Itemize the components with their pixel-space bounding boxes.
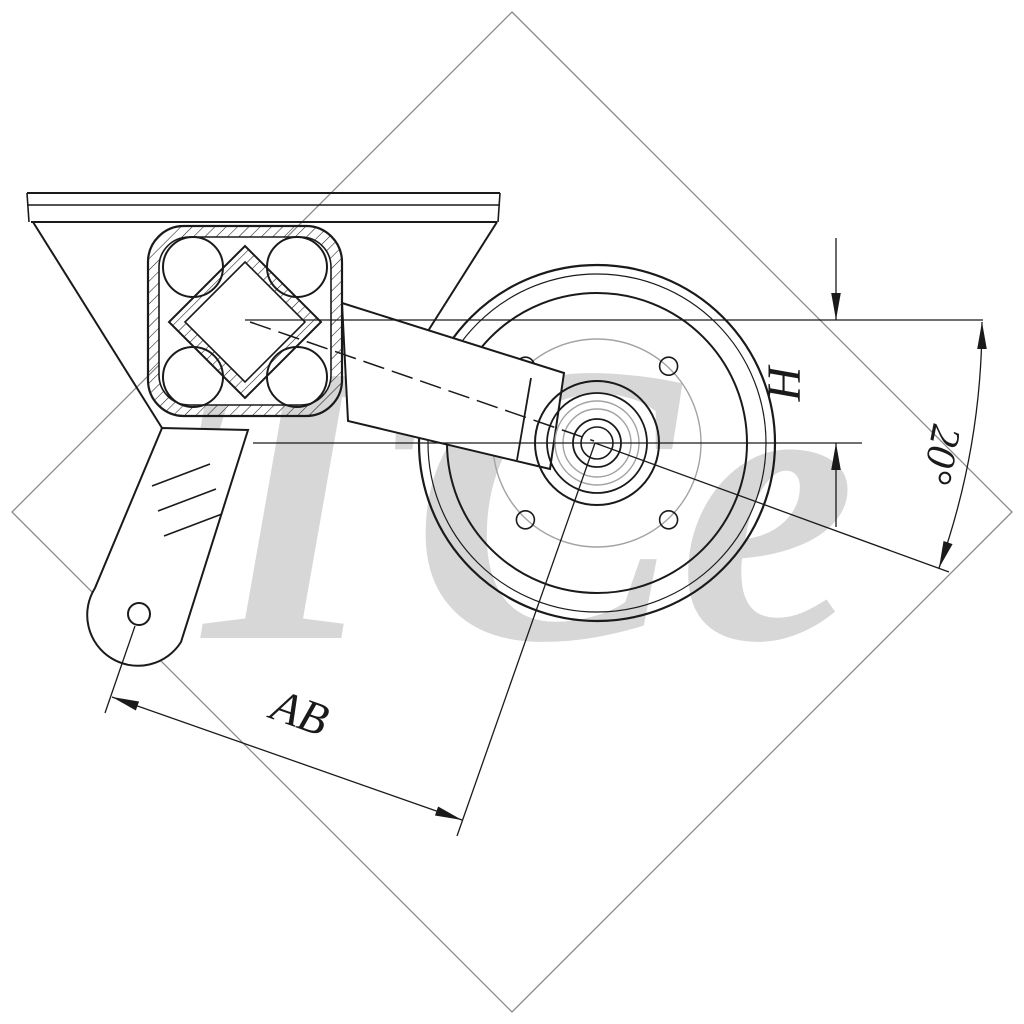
swing-arm bbox=[340, 301, 566, 471]
bracket-right-edge bbox=[427, 221, 498, 332]
lever-arm-hole bbox=[127, 602, 151, 626]
centerlines bbox=[245, 319, 983, 444]
stub-axle-edge bbox=[516, 377, 532, 461]
rubber-cords bbox=[162, 236, 328, 408]
dimension-label-h: H bbox=[758, 364, 811, 402]
dimension-angle: 20° bbox=[594, 321, 987, 573]
dimension-h: H bbox=[758, 238, 841, 527]
inner-profile-inner-edge bbox=[183, 260, 307, 384]
bracket-left-edge bbox=[32, 221, 163, 429]
arm-axis-dashed bbox=[249, 321, 595, 442]
mounting-plate bbox=[26, 192, 501, 429]
angle-label: 20° bbox=[913, 421, 969, 488]
axle-tube-section bbox=[146, 224, 344, 418]
surface-ticks bbox=[151, 463, 223, 537]
angle-arc bbox=[938, 321, 983, 569]
lever-arm bbox=[86, 426, 250, 667]
angle-reference-line bbox=[594, 442, 950, 573]
